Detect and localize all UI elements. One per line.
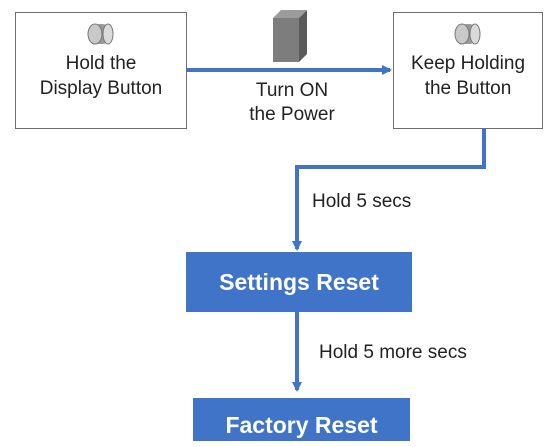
arrow-keep-to-settings: [292, 129, 486, 251]
turn-on-power-label: Turn ON the Power: [232, 79, 352, 127]
turn-on-line-1: Turn ON: [255, 80, 329, 101]
keep-holding-button-box: Keep Holding the Button: [393, 12, 543, 129]
turn-on-line-2: the Power: [249, 104, 335, 125]
push-button-icon: [454, 23, 481, 45]
power-device-icon: [273, 10, 307, 62]
push-button-icon: [87, 23, 114, 45]
hold-5-secs-label: Hold 5 secs: [312, 191, 412, 212]
factory-reset-step: Factory Reset: [193, 398, 410, 441]
keep-box-line-1: Keep Holding: [410, 53, 526, 74]
keep-box-line-2: the Button: [424, 78, 512, 99]
hold-box-line-1: Hold the: [65, 53, 137, 74]
settings-reset-step: Settings Reset: [186, 252, 412, 312]
hold-box-line-2: Display Button: [39, 78, 163, 99]
hold-5-more-secs-label: Hold 5 more secs: [319, 342, 467, 363]
hold-display-button-box: Hold the Display Button: [15, 12, 187, 129]
